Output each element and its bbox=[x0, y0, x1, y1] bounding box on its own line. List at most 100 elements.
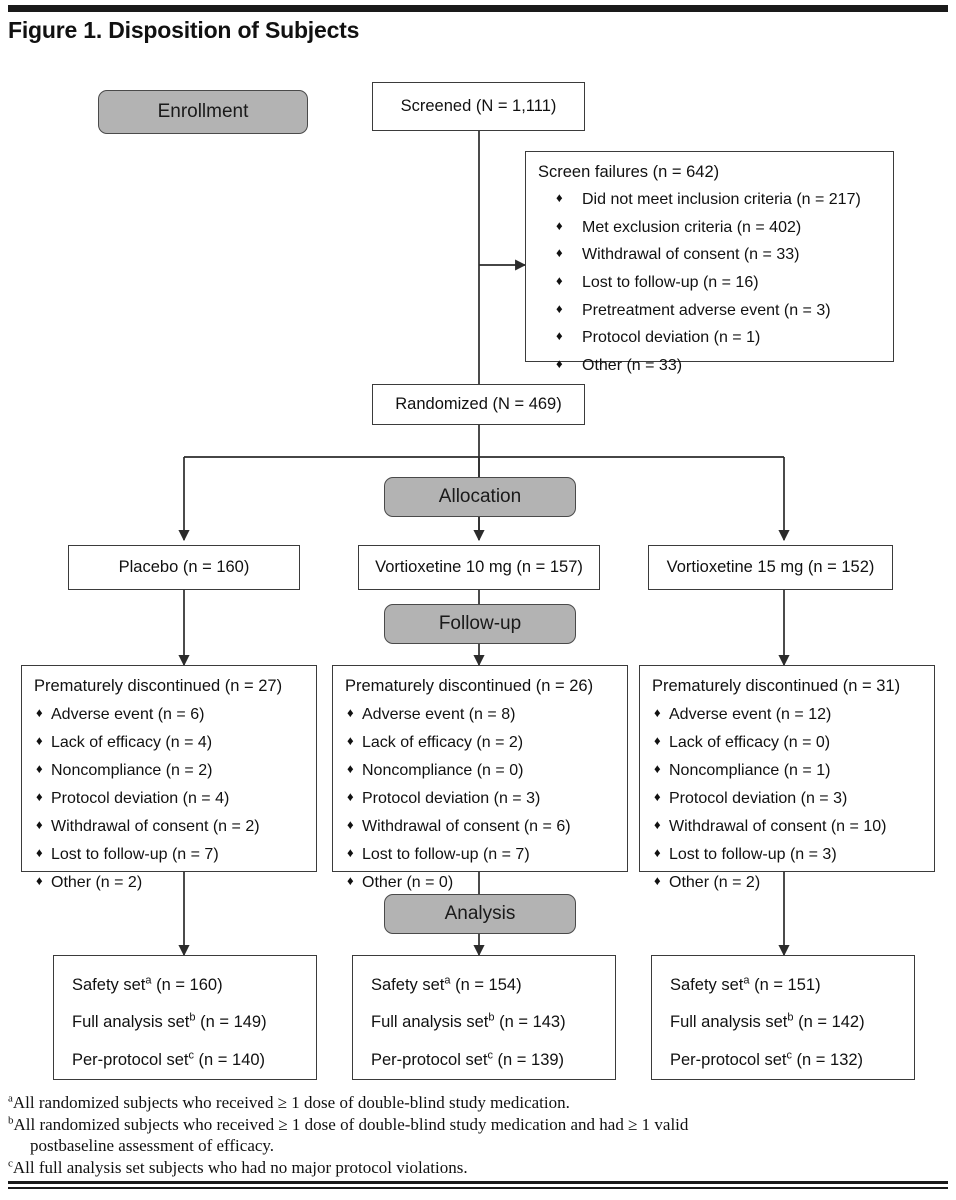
diamond-bullet-icon: ♦ bbox=[556, 328, 563, 344]
list-item: ♦Lost to follow-up (n = 7) bbox=[34, 844, 306, 866]
per-protocol-set-line: Per-protocol setc (n = 132) bbox=[670, 1049, 914, 1071]
diamond-bullet-icon: ♦ bbox=[347, 817, 354, 833]
top-divider-rule bbox=[8, 5, 948, 12]
footnote-a-text: All randomized subjects who received ≥ 1… bbox=[12, 1093, 570, 1112]
safety-set-line: Safety seta (n = 160) bbox=[72, 974, 316, 996]
full-analysis-set-value: (n = 149) bbox=[195, 1013, 267, 1032]
discontinued-header: Prematurely discontinued (n = 31) bbox=[652, 677, 901, 695]
full-analysis-set-value: (n = 142) bbox=[793, 1013, 865, 1032]
list-item: ♦ Lack of efficacy (n = 4) bbox=[34, 732, 306, 754]
list-item-label: Lost to follow-up (n = 7) bbox=[362, 846, 530, 864]
list-item-label: Protocol deviation (n = 3) bbox=[669, 790, 848, 808]
node-discontinued-vortioxetine-10mg: Prematurely discontinued (n = 26) ♦ Adver… bbox=[332, 665, 628, 891]
footnote-marker-c: c bbox=[487, 1049, 493, 1062]
footnote-c-text: All full analysis set subjects who had n… bbox=[12, 1157, 468, 1177]
list-item: ♦ Protocol deviation (n = 3) bbox=[652, 788, 924, 810]
diamond-bullet-icon: ♦ bbox=[654, 817, 661, 833]
list-item: ♦ Lost to follow-up (n = 16) bbox=[538, 272, 883, 294]
list-item-label: Adverse event (n = 8) bbox=[362, 705, 516, 723]
screen-failures-list: ♦ Did not meet inclusion criteria (n = 2… bbox=[538, 189, 883, 376]
diamond-bullet-icon: ♦ bbox=[654, 704, 661, 720]
list-item: ♦ Protocol deviation (n = 1) bbox=[538, 327, 883, 349]
diamond-bullet-icon: ♦ bbox=[36, 732, 43, 748]
footnote-b-text-cont: postbaseline assessment of efficacy. bbox=[30, 1136, 275, 1156]
footnote-a: aAll randomized subjects who received ≥ … bbox=[8, 1092, 948, 1114]
list-item-label: Protocol deviation (n = 4) bbox=[51, 790, 230, 808]
list-item-label: Did not meet inclusion criteria (n = 217… bbox=[582, 191, 861, 209]
stage-label-enrollment: Enrollment bbox=[157, 101, 249, 122]
diamond-bullet-icon: ♦ bbox=[36, 845, 43, 861]
node-analysis-sets-placebo: Safety seta (n = 160) Full analysis setb… bbox=[53, 955, 317, 1080]
safety-set-label: Safety set bbox=[371, 976, 445, 994]
diamond-bullet-icon: ♦ bbox=[556, 190, 563, 206]
full-analysis-set-line: Full analysis setb (n = 149) bbox=[72, 1011, 316, 1033]
per-protocol-set-value: (n = 139) bbox=[492, 1050, 565, 1069]
footnote-c: cAll full analysis set subjects who had … bbox=[8, 1157, 948, 1179]
discontinued-header: Prematurely discontinued (n = 26) bbox=[345, 677, 594, 695]
safety-set-value: (n = 154) bbox=[450, 976, 522, 994]
list-item: ♦Noncompliance (n = 0) bbox=[345, 760, 617, 782]
list-item: ♦ Noncompliance (n = 2) bbox=[34, 760, 306, 782]
diamond-bullet-icon: ♦ bbox=[654, 789, 661, 805]
stage-pill-enrollment: Enrollment bbox=[98, 90, 308, 134]
list-item-label: Lost to follow-up (n = 3) bbox=[669, 846, 837, 864]
footnote-marker-a: a bbox=[743, 974, 750, 987]
full-analysis-set-value: (n = 143) bbox=[494, 1013, 566, 1032]
list-item-label: Protocol deviation (n = 1) bbox=[582, 329, 761, 347]
full-analysis-set-label: Full analysis set bbox=[371, 1013, 489, 1032]
list-item-label: Other (n = 0) bbox=[362, 874, 454, 892]
diamond-bullet-icon: ♦ bbox=[556, 217, 563, 233]
node-arm-vortioxetine-15mg: Vortioxetine 15 mg (n = 152) bbox=[648, 545, 893, 590]
list-item: ♦Protocol deviation (n = 3) bbox=[345, 788, 617, 810]
safety-set-label: Safety set bbox=[72, 976, 146, 994]
footnote-b: bAll randomized subjects who received ≥ … bbox=[8, 1114, 948, 1157]
stage-pill-analysis: Analysis bbox=[384, 894, 576, 934]
diamond-bullet-icon: ♦ bbox=[347, 789, 354, 805]
list-item-label: Lost to follow-up (n = 16) bbox=[582, 274, 759, 292]
footnote-marker-c: c bbox=[188, 1049, 194, 1062]
list-item: ♦Noncompliance (n = 1) bbox=[652, 760, 924, 782]
list-item: ♦Lack of efficacy (n = 0) bbox=[652, 732, 924, 754]
list-item: ♦Other (n = 2) bbox=[652, 872, 924, 894]
diamond-bullet-icon: ♦ bbox=[36, 817, 43, 833]
diamond-bullet-icon: ♦ bbox=[36, 704, 43, 720]
arm-label: Placebo (n = 160) bbox=[118, 558, 250, 577]
full-analysis-set-line: Full analysis setb (n = 142) bbox=[670, 1011, 914, 1033]
arm-label: Vortioxetine 10 mg (n = 157) bbox=[375, 558, 583, 577]
list-item-label: Met exclusion criteria (n = 402) bbox=[582, 218, 802, 236]
footnote-b-text: All randomized subjects who received ≥ 1… bbox=[13, 1114, 689, 1134]
list-item-label: Withdrawal of consent (n = 2) bbox=[51, 818, 260, 836]
list-item-label: Withdrawal of consent (n = 10) bbox=[669, 818, 887, 836]
per-protocol-set-line: Per-protocol setc (n = 140) bbox=[72, 1049, 316, 1071]
stage-label-allocation: Allocation bbox=[438, 486, 522, 507]
list-item: ♦ Lost to follow-up (n = 3) bbox=[652, 844, 924, 866]
diamond-bullet-icon: ♦ bbox=[654, 732, 661, 748]
list-item: ♦ Met exclusion criteria (n = 402) bbox=[538, 217, 883, 239]
list-item-label: Noncompliance (n = 2) bbox=[51, 761, 213, 779]
node-randomized-label: Randomized (N = 469) bbox=[395, 395, 562, 414]
safety-set-value: (n = 151) bbox=[749, 976, 821, 994]
list-item: ♦ Withdrawal of consent (n = 2) bbox=[34, 816, 306, 838]
diamond-bullet-icon: ♦ bbox=[347, 873, 354, 889]
stage-label-followup: Follow-up bbox=[438, 613, 522, 634]
footnote-marker-a: a bbox=[444, 974, 451, 987]
list-item-label: Lack of efficacy (n = 2) bbox=[362, 733, 524, 751]
diamond-bullet-icon: ♦ bbox=[654, 760, 661, 776]
list-item: ♦ Pretreatment adverse event (n = 3) bbox=[538, 300, 883, 322]
safety-set-value: (n = 160) bbox=[151, 976, 223, 994]
discontinued-list: ♦Adverse event (n = 12) ♦Lack of efficac… bbox=[652, 704, 924, 894]
list-item-label: Lack of efficacy (n = 4) bbox=[51, 733, 213, 751]
diamond-bullet-icon: ♦ bbox=[556, 300, 563, 316]
full-analysis-set-label: Full analysis set bbox=[670, 1013, 788, 1032]
list-item-label: Noncompliance (n = 0) bbox=[362, 761, 524, 779]
list-item: ♦ Other (n = 33) bbox=[538, 355, 883, 377]
list-item-label: Pretreatment adverse event (n = 3) bbox=[582, 301, 831, 319]
diamond-bullet-icon: ♦ bbox=[36, 760, 43, 776]
node-analysis-sets-vortioxetine-15mg: Safety seta (n = 151) Full analysis setb… bbox=[651, 955, 915, 1080]
per-protocol-set-line: Per-protocol setc (n = 139) bbox=[371, 1049, 615, 1071]
list-item: ♦Other (n = 2) bbox=[34, 872, 306, 894]
diamond-bullet-icon: ♦ bbox=[654, 873, 661, 889]
diamond-bullet-icon: ♦ bbox=[654, 845, 661, 861]
node-discontinued-placebo: Prematurely discontinued (n = 27) ♦Adver… bbox=[21, 665, 317, 891]
